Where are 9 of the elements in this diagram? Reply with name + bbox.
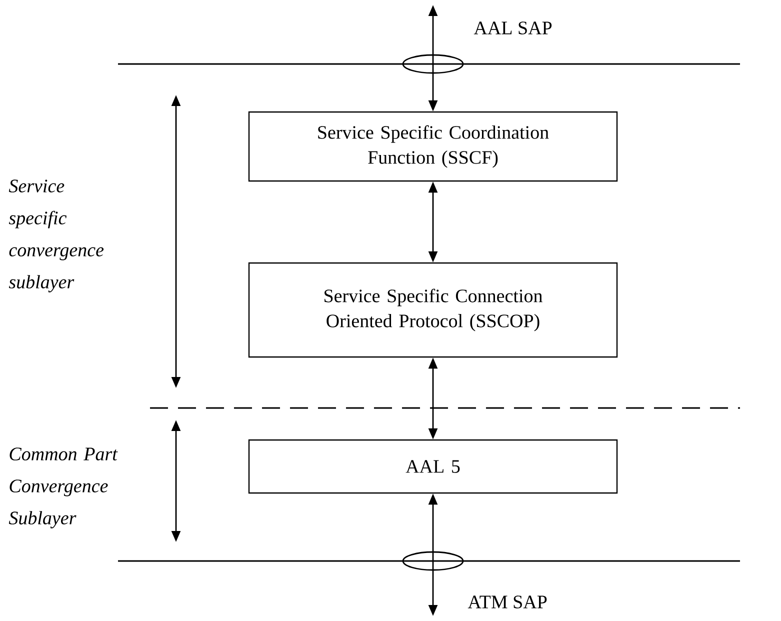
sap-label: ATM SAP [468,596,547,608]
sublayer-label: Service specific convergence sublayer [8,180,104,292]
process-box: Service Specific Connection Oriented Protocol (SSCOP) [248,262,618,358]
sap-ellipse [402,551,464,571]
process-box: AAL 5 [248,439,618,494]
sap-ellipse [402,54,464,74]
process-box: Service Specific Coordination Function (SSCF) [248,111,618,182]
sap-label: AAL SAP [474,22,552,34]
sublayer-label: Common Part Convergence Sublayer [8,448,118,528]
